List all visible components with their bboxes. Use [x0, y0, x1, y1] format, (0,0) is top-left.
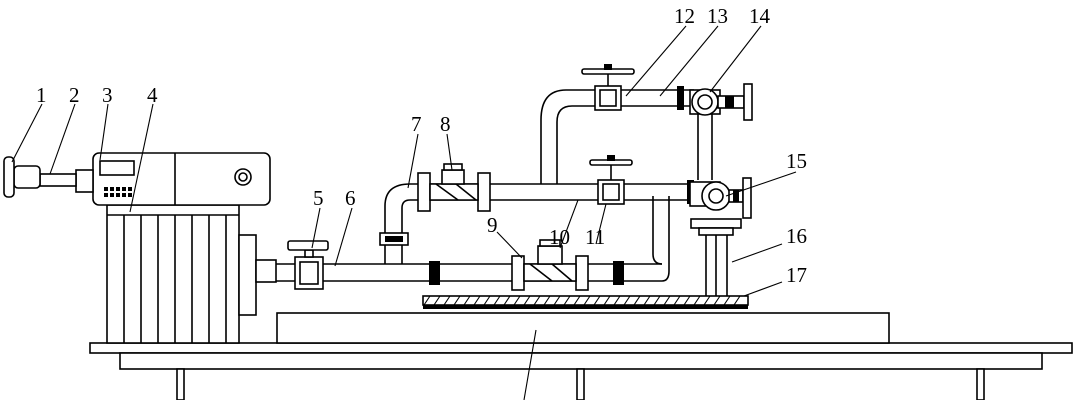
left-riser: [379, 183, 411, 264]
label-15: 15: [786, 149, 807, 173]
label-12: 12: [674, 4, 695, 28]
mounting-plate: [422, 295, 749, 309]
part-labels: 1 2 3 4 5 6 7 8 9 10 11 12 13 14 15 16 1…: [36, 4, 807, 287]
motor-unit: [3, 152, 277, 344]
label-10: 10: [549, 225, 570, 249]
middle-pipe: [410, 155, 694, 212]
label-8: 8: [440, 112, 451, 136]
raised-platform: [276, 312, 890, 344]
label-14: 14: [749, 4, 771, 28]
label-4: 4: [147, 83, 158, 107]
leader-lines: [11, 25, 797, 400]
label-1: 1: [36, 83, 47, 107]
label-17: 17: [786, 263, 807, 287]
upper-pipe: [540, 64, 694, 184]
label-6: 6: [345, 186, 356, 210]
label-2: 2: [69, 83, 80, 107]
label-9: 9: [487, 213, 498, 237]
label-16: 16: [786, 224, 807, 248]
base-frame: [89, 342, 1073, 400]
label-11: 11: [585, 225, 605, 249]
label-13: 13: [707, 4, 728, 28]
label-5: 5: [313, 186, 324, 210]
label-3: 3: [102, 83, 113, 107]
label-7: 7: [411, 112, 422, 136]
lower-pipe: [276, 196, 670, 291]
pump-heads: [689, 83, 753, 296]
